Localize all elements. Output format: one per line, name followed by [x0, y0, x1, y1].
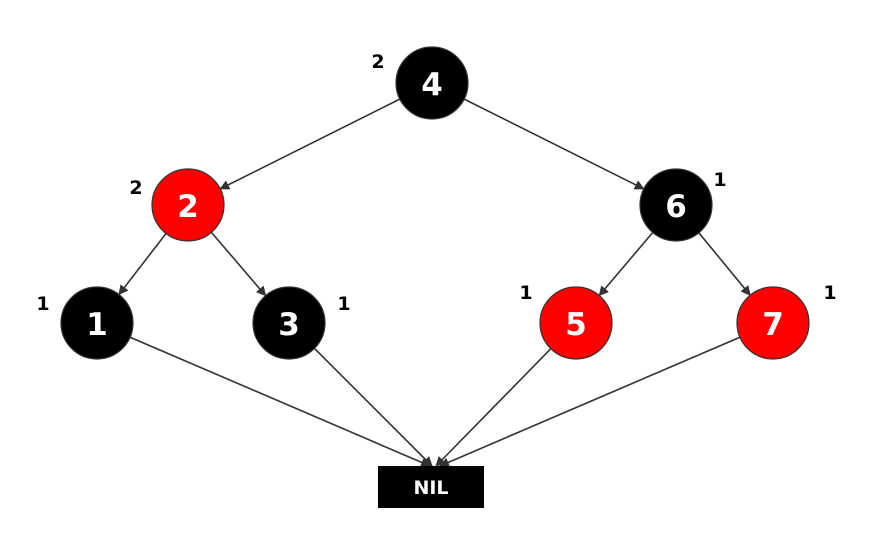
edge-n4-n6: [463, 98, 645, 190]
edge-n3-nil: [313, 347, 433, 467]
tree-node-5: 51: [519, 282, 613, 360]
tree-node-6: 61: [639, 168, 727, 242]
node-circle-4: [395, 46, 469, 120]
edge-n2-n1: [118, 233, 167, 296]
node-value-5: 5: [565, 307, 587, 343]
tree-node-3: 31: [252, 286, 351, 360]
node-circle-5: [539, 286, 613, 360]
node-circle-3: [252, 286, 326, 360]
tree-node-2: 22: [129, 168, 225, 242]
edges-layer: [118, 98, 751, 468]
node-circle-6: [639, 168, 713, 242]
edge-n6-n5: [598, 231, 654, 297]
black-height-3: 1: [337, 293, 350, 315]
nil-box: [378, 466, 484, 508]
edge-n5-nil: [435, 348, 552, 467]
tree-node-4: 42: [371, 46, 469, 120]
black-height-2: 2: [129, 177, 142, 199]
black-height-5: 1: [519, 282, 532, 304]
black-height-1: 1: [36, 293, 49, 315]
node-value-6: 6: [665, 189, 687, 225]
edge-n2-n3: [210, 231, 267, 297]
node-circle-1: [60, 286, 134, 360]
edge-n1-nil: [129, 336, 431, 468]
edge-n4-n2: [219, 98, 401, 190]
node-value-2: 2: [177, 189, 199, 225]
edge-n6-n7: [698, 232, 751, 296]
black-height-7: 1: [823, 282, 836, 304]
node-circle-2: [151, 168, 225, 242]
node-value-4: 4: [421, 67, 443, 103]
tree-node-7: 71: [736, 282, 837, 360]
node-circle-7: [736, 286, 810, 360]
nil-label: NIL: [413, 477, 448, 499]
nil-layer: NIL: [378, 466, 484, 508]
black-height-4: 2: [371, 51, 384, 73]
node-value-1: 1: [86, 307, 108, 343]
node-value-3: 3: [278, 307, 300, 343]
node-value-7: 7: [762, 307, 784, 343]
tree-node-1: 11: [36, 286, 134, 360]
edge-n7-nil: [439, 336, 741, 468]
black-height-6: 1: [713, 169, 726, 191]
nil-node: NIL: [378, 466, 484, 508]
